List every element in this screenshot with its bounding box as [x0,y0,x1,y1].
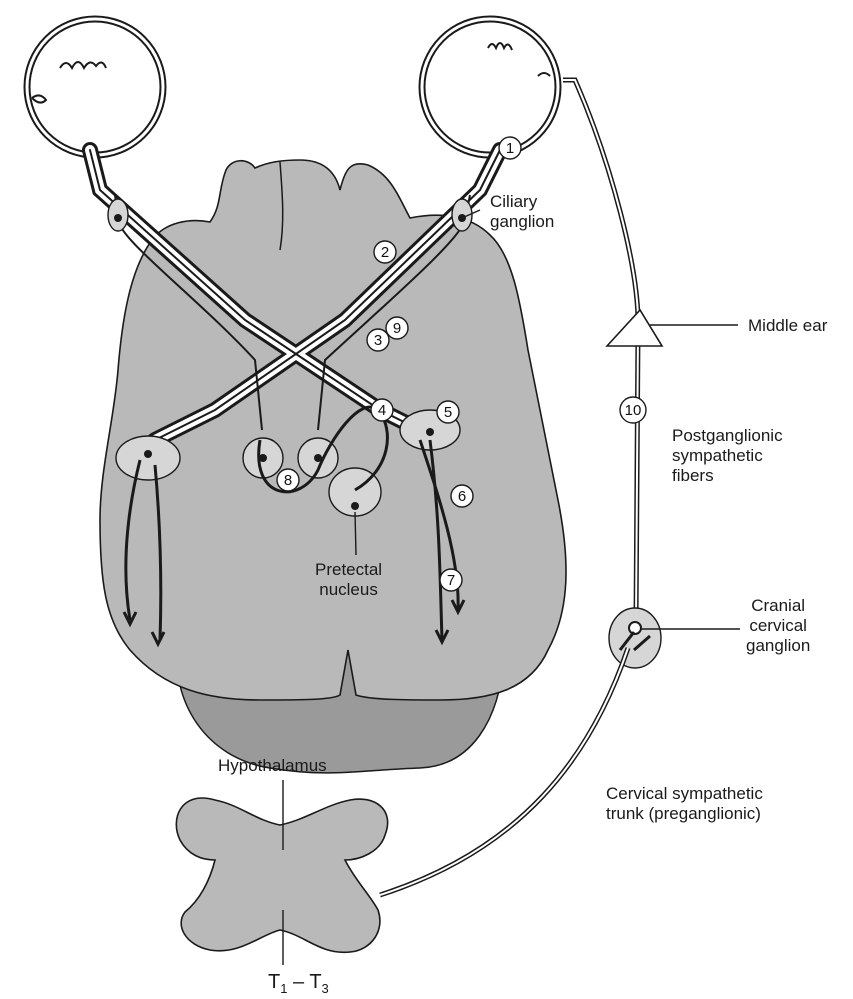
marker-10-label: 10 [625,402,642,419]
marker-4: 4 [371,399,393,421]
marker-1-label: 1 [506,140,514,157]
marker-4-label: 4 [378,402,386,419]
marker-7: 7 [440,569,462,591]
marker-1: 1 [499,137,521,159]
marker-10: 10 [620,397,646,423]
marker-7-label: 7 [447,572,455,589]
marker-8: 8 [277,469,299,491]
marker-5: 5 [437,401,459,423]
marker-9: 9 [386,317,408,339]
middle-ear-label: Middle ear [748,316,827,336]
marker-8-label: 8 [284,472,292,489]
cranial-cervical-ganglion [609,608,661,668]
marker-3-label: 3 [374,332,382,349]
marker-3: 3 [367,329,389,351]
left-iris [60,62,106,68]
middle-ear-triangle [607,310,662,346]
marker-2-label: 2 [381,244,389,261]
spinal-segment-label: T1 – T3 [268,971,329,996]
hypothalamus-shape [176,798,387,952]
hypothalamus-label: Hypothalamus [218,756,327,776]
marker-9-label: 9 [393,320,401,337]
marker-5-label: 5 [444,404,452,421]
marker-2: 2 [374,241,396,263]
sympathetic-nerve [563,80,638,620]
marker-6-label: 6 [458,488,466,505]
right-iris [488,43,512,50]
marker-6: 6 [451,485,473,507]
